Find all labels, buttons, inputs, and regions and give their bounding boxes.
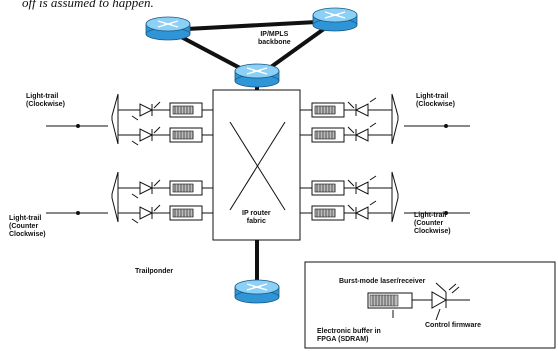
inset-laser — [392, 282, 470, 321]
light-trail-fibers — [46, 124, 470, 215]
backbone-label: IP/MPLS backbone — [258, 31, 291, 46]
port-group-right-bottom — [300, 171, 399, 223]
port-group-right-top — [300, 93, 399, 145]
router-icon-edge — [234, 279, 280, 304]
router-icon-backbone-left — [145, 16, 191, 41]
inset-box — [304, 261, 556, 349]
router-icon-backbone-right — [312, 7, 358, 32]
trailponder-label: Trailponder — [135, 268, 174, 275]
light-trail-right-counter-label: Light-trail (Counter Clockwise) — [414, 212, 451, 235]
inset-firmware-label: Control firmware — [425, 322, 482, 329]
light-trail-left-counter-label: Light-trail (Counter Clockwise) — [9, 215, 46, 238]
inset-buffer — [367, 292, 413, 309]
fabric-cross — [229, 121, 286, 211]
router-icon-core — [234, 63, 280, 88]
inset-buffer-label: Electronic buffer in FPGA (SDRAM) — [317, 328, 381, 343]
fabric-label: IP router fabric — [242, 210, 271, 225]
light-trail-left-clockwise-label: Light-trail (Clockwise) — [26, 93, 65, 108]
caption-fragment: off is assumed to happen. — [22, 0, 154, 10]
inset-title: Burst-mode laser/receiver — [339, 278, 426, 285]
port-group-left-top — [111, 93, 213, 146]
light-trail-right-clockwise-label: Light-trail (Clockwise) — [416, 93, 455, 108]
port-group-left-bottom — [111, 171, 213, 224]
